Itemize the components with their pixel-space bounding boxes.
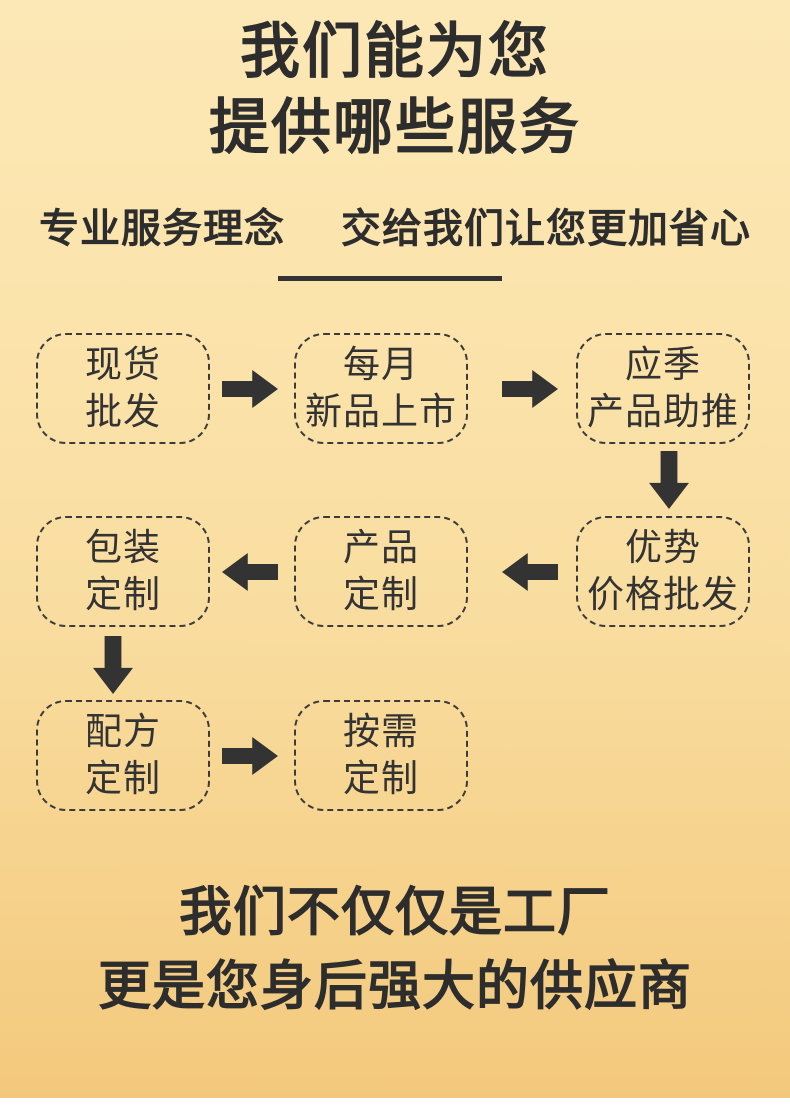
- node-text-line: 定制: [343, 573, 419, 615]
- node-text-line: 定制: [85, 757, 161, 799]
- page-title: 我们能为您 提供哪些服务: [0, 14, 790, 166]
- node-text-line: 产品: [343, 527, 419, 569]
- node-text-line: 新品上市: [305, 390, 457, 432]
- node-text-line: 每月: [343, 344, 419, 386]
- subtitle-left: 专业服务理念: [39, 206, 285, 251]
- node-text-line: 定制: [343, 757, 419, 799]
- arrow-left-icon: [502, 553, 558, 591]
- node-text-line: 配方: [85, 711, 161, 753]
- node-text-line: 批发: [85, 390, 161, 432]
- arrow-down-icon: [93, 636, 133, 694]
- flow-node-monthly-new-products: 每月 新品上市: [294, 333, 468, 444]
- flow-node-on-demand-customization: 按需 定制: [294, 700, 468, 811]
- page-title-line2: 提供哪些服务: [209, 95, 581, 162]
- node-text-line: 按需: [343, 711, 419, 753]
- node-text-line: 现货: [85, 344, 161, 386]
- footer-slogan: 我们不仅仅是工厂 更是您身后强大的供应商: [0, 876, 790, 1023]
- arrow-down-icon: [649, 451, 689, 509]
- arrow-left-icon: [222, 553, 278, 591]
- footer-slogan-line1: 我们不仅仅是工厂: [179, 883, 611, 942]
- flow-node-spot-wholesale: 现货 批发: [36, 333, 210, 444]
- node-text-line: 包装: [85, 527, 161, 569]
- flow-node-formula-customization: 配方 定制: [36, 700, 210, 811]
- divider-line: [278, 276, 502, 281]
- subtitle-right: 交给我们让您更加省心: [341, 206, 751, 251]
- node-text-line: 优势: [625, 527, 701, 569]
- node-text-line: 定制: [85, 573, 161, 615]
- flow-node-product-customization: 产品 定制: [294, 516, 468, 627]
- node-text-line: 产品助推: [587, 390, 739, 432]
- bottom-edge-strip: [0, 1098, 790, 1106]
- node-text-line: 应季: [625, 344, 701, 386]
- page-title-line1: 我们能为您: [240, 19, 550, 85]
- flow-node-seasonal-product-boost: 应季 产品助推: [576, 333, 750, 444]
- arrow-right-icon: [222, 370, 278, 408]
- arrow-right-icon: [502, 370, 558, 408]
- node-text-line: 价格批发: [587, 573, 739, 615]
- flow-node-packaging-customization: 包装 定制: [36, 516, 210, 627]
- flow-node-advantage-price-wholesale: 优势 价格批发: [576, 516, 750, 627]
- page-subtitle: 专业服务理念 交给我们让您更加省心: [0, 196, 790, 254]
- footer-slogan-line2: 更是您身后强大的供应商: [98, 956, 692, 1016]
- arrow-right-icon: [222, 737, 278, 775]
